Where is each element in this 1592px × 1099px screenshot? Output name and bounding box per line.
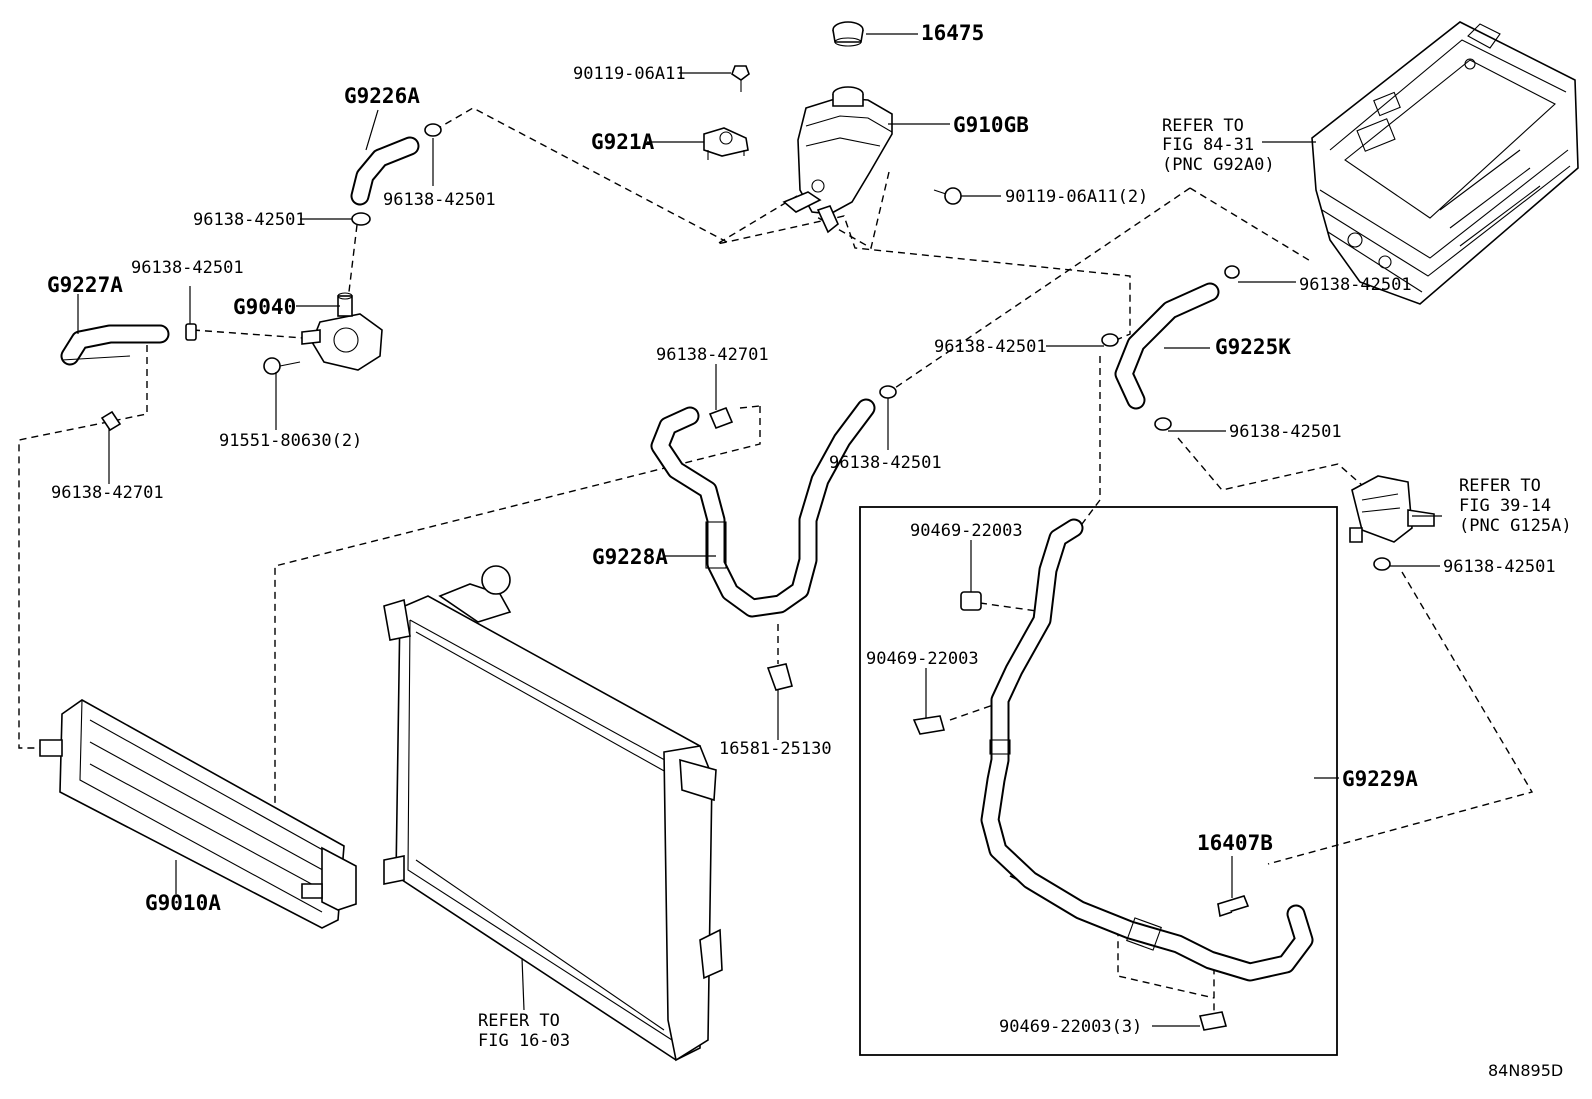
leader-lines [77, 33, 1442, 1027]
label-91551: 91551-80630(2) [219, 431, 362, 451]
label-refer-3914-line2: FIG 39-14 [1459, 496, 1551, 516]
labels: 16475 90119-06A11 G9226A G910GB G921A 96… [47, 21, 1572, 1080]
label-refer-3914-line1: REFER TO [1459, 476, 1541, 496]
clamp-96138-b [351, 212, 371, 226]
label-g9225k: G9225K [1215, 335, 1291, 359]
radiator-g9010a [39, 699, 357, 929]
clip-90469-a [960, 591, 982, 611]
clamp-96138-c [185, 323, 197, 341]
label-refer-1603-line2: FIG 16-03 [478, 1031, 570, 1051]
clip-90469-b [912, 715, 946, 735]
hose-g9225k [1114, 282, 1220, 410]
reservoir-tank [782, 86, 893, 234]
label-90119-pair: 90119-06A11(2) [1005, 187, 1148, 207]
label-96138-g: 96138-42501 [1443, 557, 1556, 577]
main-radiator [383, 565, 723, 1062]
reservoir-cap [832, 21, 864, 47]
bolt-90119-top [731, 65, 750, 92]
label-96138-f: 96138-42501 [829, 453, 942, 473]
hose-g9229a [980, 518, 1314, 982]
heater-unit-fig-39-14 [1349, 475, 1435, 543]
clamp-96138-g [1373, 557, 1391, 571]
label-refer-8431-line2: FIG 84-31 [1162, 135, 1254, 155]
label-96138-h: 96138-42501 [934, 337, 1047, 357]
label-refer-1603-line1: REFER TO [478, 1011, 560, 1031]
bolt-90119-pair [933, 187, 962, 205]
label-16475: 16475 [921, 21, 984, 45]
label-16581: 16581-25130 [719, 739, 832, 759]
diagram-code: 84N895D [1488, 1061, 1563, 1080]
inverter-assembly [1311, 21, 1579, 305]
label-g9228a: G9228A [592, 545, 668, 569]
sensor-16407b [1216, 895, 1250, 918]
label-16407b: 16407B [1197, 831, 1273, 855]
label-g9040: G9040 [233, 295, 296, 319]
clamp-96138-42701-b [100, 410, 122, 432]
water-pump-g9040 [301, 292, 383, 371]
label-96138-a: 96138-42501 [383, 190, 496, 210]
bracket-g921a [703, 127, 749, 160]
label-96138-42701-b: 96138-42701 [51, 483, 164, 503]
label-g921a: G921A [591, 130, 655, 154]
clamp-96138-h [1101, 333, 1119, 347]
clamp-96138-42701-a [708, 406, 734, 430]
bolt-91551 [263, 357, 301, 375]
label-g9227a: G9227A [47, 273, 123, 297]
label-g9010a: G9010A [145, 891, 221, 915]
clip-16581 [766, 663, 793, 691]
label-g9229a: G9229A [1342, 767, 1418, 791]
label-96138-b: 96138-42501 [193, 210, 306, 230]
label-90119-top: 90119-06A11 [573, 64, 686, 84]
label-90469-3: 90469-22003(3) [999, 1017, 1142, 1037]
label-96138-c: 96138-42501 [131, 258, 244, 278]
label-refer-8431-line3: (PNC G92A0) [1162, 155, 1275, 175]
label-g910gb: G910GB [953, 113, 1029, 137]
label-g9226a: G9226A [344, 84, 420, 108]
clamp-96138-e [1154, 417, 1172, 431]
hose-g9228a [650, 398, 876, 618]
label-96138-d: 96138-42501 [1299, 275, 1412, 295]
clamp-96138-a [424, 123, 442, 137]
clip-90469-3 [1198, 1011, 1228, 1031]
label-refer-3914-line3: (PNC G125A) [1459, 516, 1572, 536]
hose-g9227a [60, 324, 170, 366]
label-96138-e: 96138-42501 [1229, 422, 1342, 442]
g9229a-group-box [859, 506, 1338, 1056]
hose-g9226a [350, 136, 420, 206]
label-90469-b: 90469-22003 [866, 649, 979, 669]
label-refer-8431-line1: REFER TO [1162, 116, 1244, 136]
clamp-96138-d [1224, 265, 1240, 279]
clamp-96138-f [879, 385, 897, 399]
label-96138-42701-a: 96138-42701 [656, 345, 769, 365]
label-90469-a: 90469-22003 [910, 521, 1023, 541]
